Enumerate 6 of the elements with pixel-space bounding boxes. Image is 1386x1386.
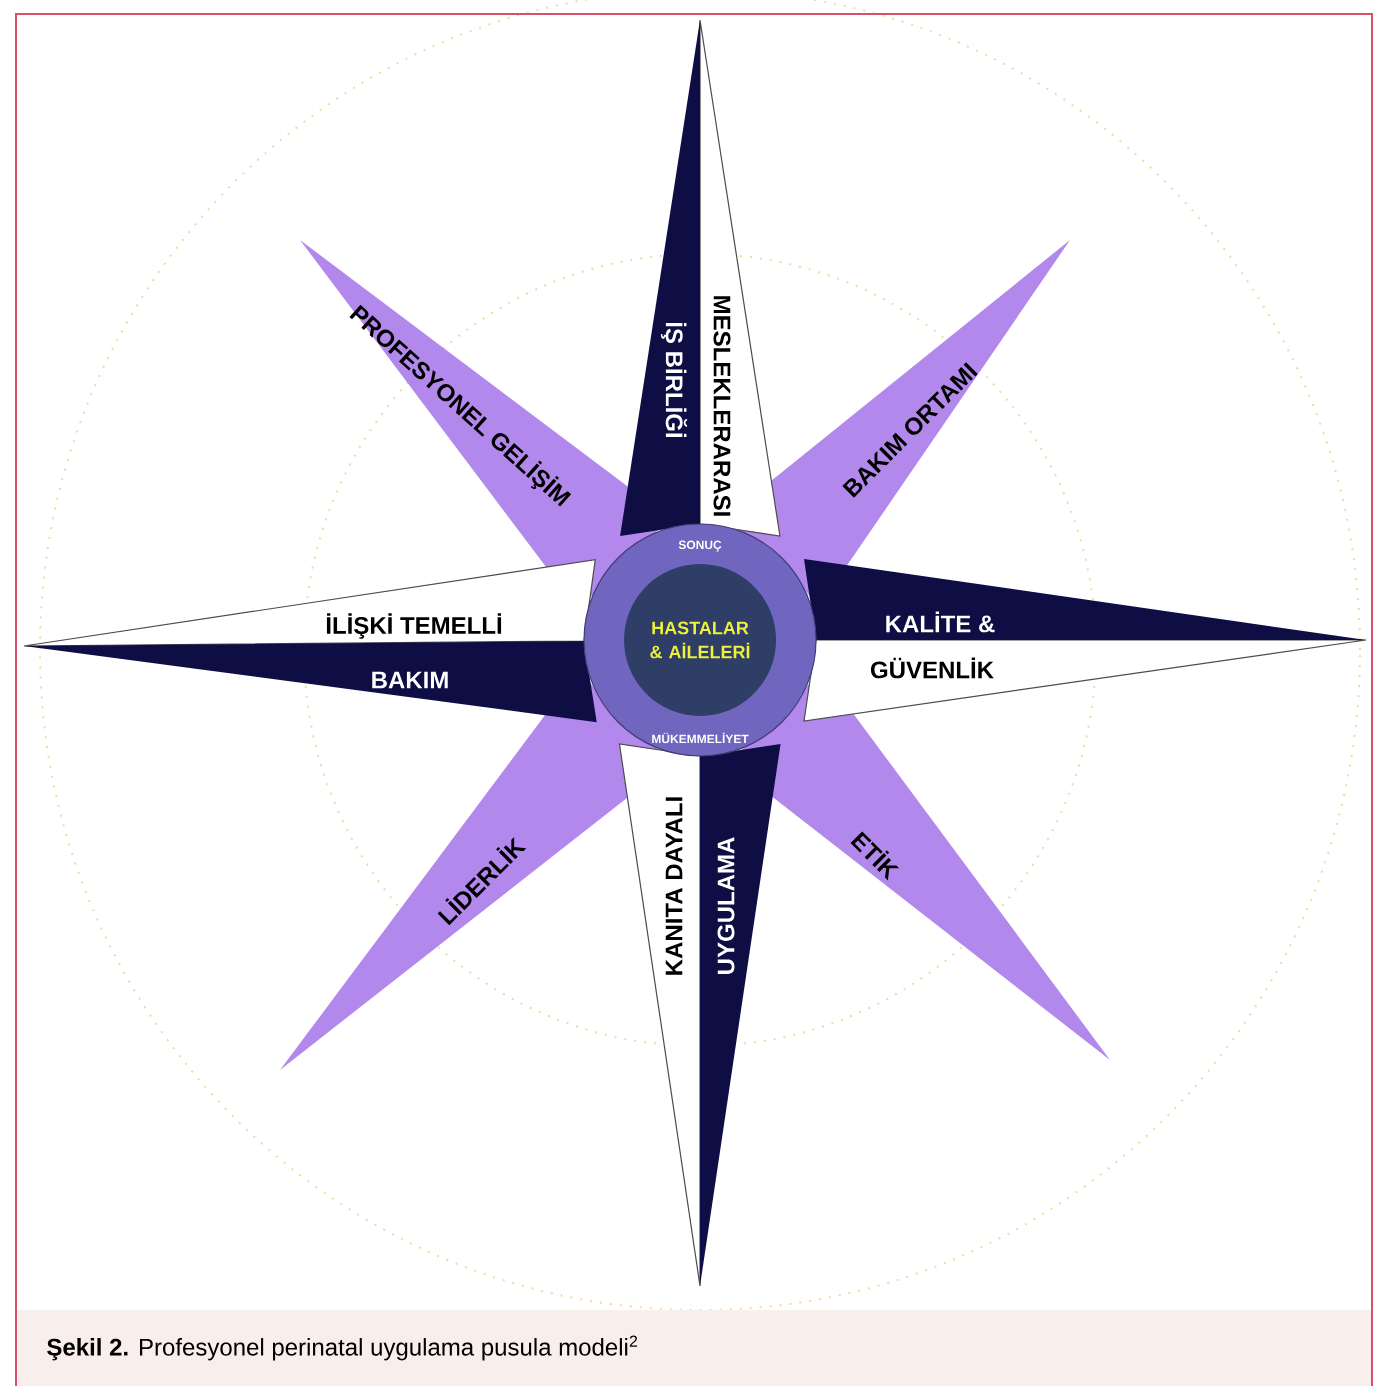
node-label: BAKIM xyxy=(372,671,448,689)
compass-point: MESLEKLERARASI İŞ BİRLİĞİ xyxy=(620,19,781,537)
compass-point: KANITA DAYALI UYGULAMA xyxy=(618,743,781,1287)
compass-point: KALİTE & GÜVENLİK xyxy=(803,559,1367,722)
node-label: KALİTE & xyxy=(886,611,995,633)
caption-band: Şekil 2. Profesyonel perinatal uygulama pusula modeli$^{2}$ xyxy=(16,1310,1372,1386)
